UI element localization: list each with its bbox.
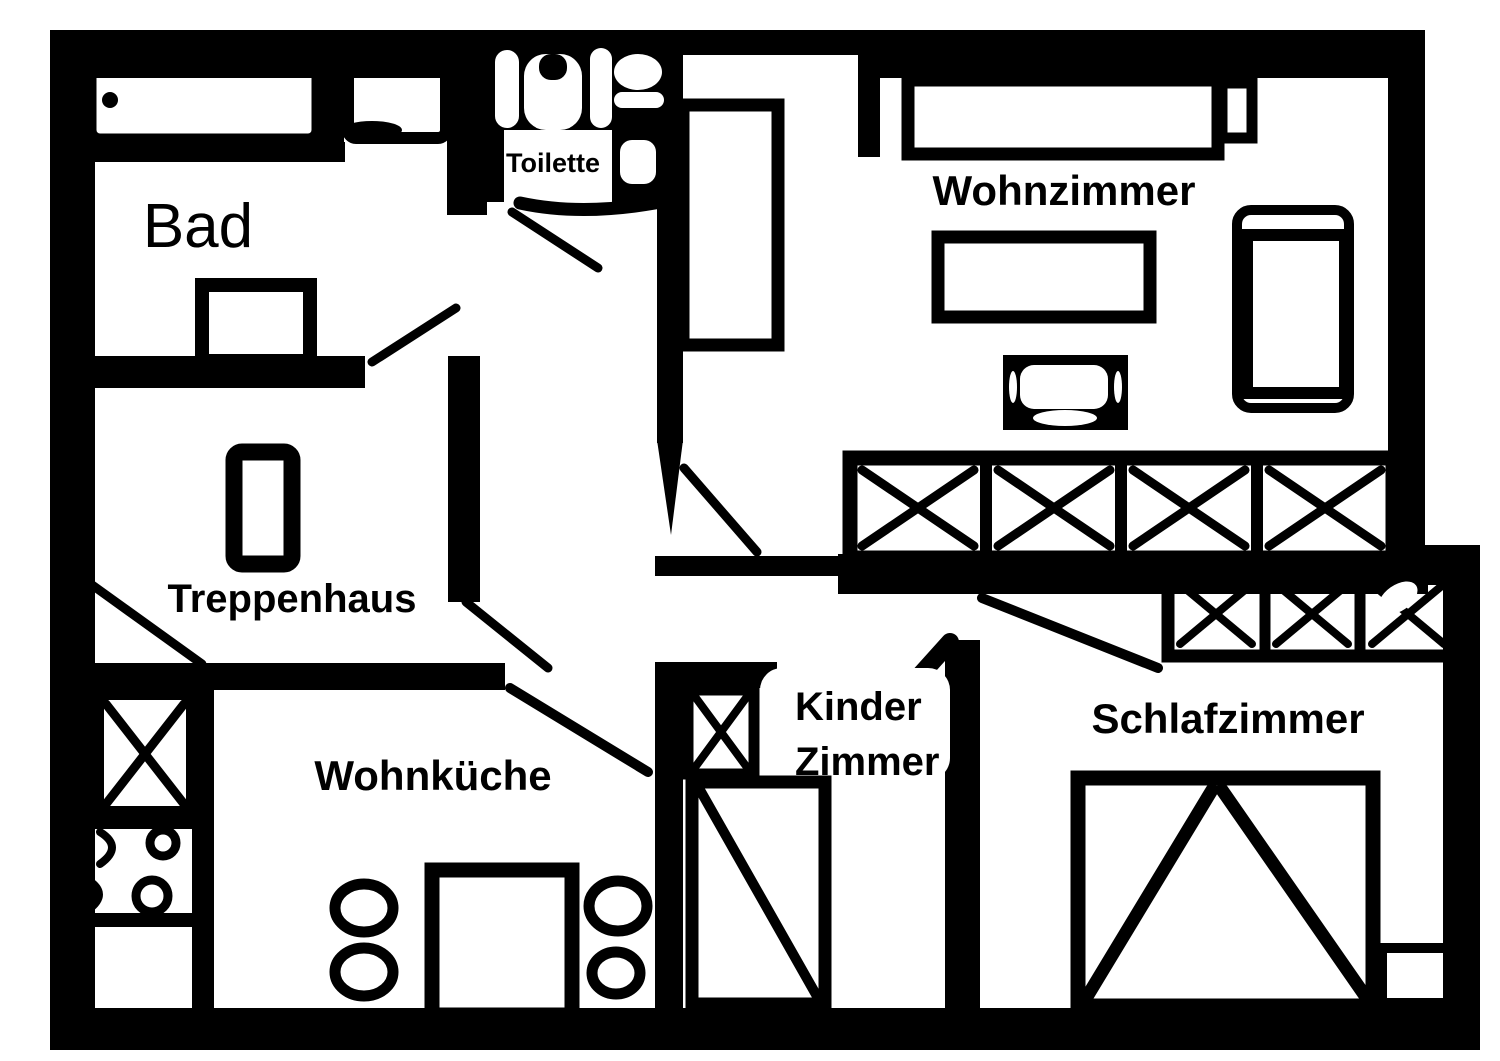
bad-door-swing — [367, 303, 461, 367]
counter-divider-2 — [95, 913, 195, 927]
wardrobe-x — [1264, 465, 1386, 551]
tv-stand — [1033, 410, 1097, 426]
wardrobe-frame — [1161, 565, 1465, 663]
tv-speaker-left — [1009, 371, 1017, 403]
wardrobe-x — [1176, 580, 1256, 648]
wall-kueche-kinder-divider — [655, 662, 683, 1008]
schlafzimmer-door-swing — [977, 593, 1163, 673]
faucet-mark-2 — [84, 876, 103, 914]
outer-wall-top-right — [880, 30, 1425, 78]
chair — [586, 946, 646, 1000]
kueche-door-swing — [505, 683, 653, 777]
washing-machine — [195, 278, 317, 368]
wardrobe-x — [1368, 580, 1448, 648]
chair — [583, 875, 653, 937]
outer-wall-bottom — [50, 1008, 1480, 1050]
wardrobe-x — [1128, 465, 1250, 551]
room-treppenhaus: Treppenhaus — [83, 443, 553, 673]
tv-speaker-right — [1114, 371, 1122, 403]
armchair-seat — [1241, 229, 1351, 399]
wall-schlafzimmer-left — [945, 640, 980, 1008]
wall-hall-corridor-thin — [655, 556, 845, 576]
coffee-table — [931, 230, 1157, 324]
wardrobe-x — [857, 465, 979, 551]
kinderzimmer-bed-blanket-line — [695, 785, 823, 1003]
kitchen-table — [424, 862, 580, 1023]
wall-treppenhaus-bottom — [50, 663, 505, 690]
toilette-door-swing — [507, 207, 603, 273]
schlafzimmer-label: Schlafzimmer — [1091, 695, 1364, 742]
bad-sink — [342, 56, 452, 144]
faucet-mark-1 — [96, 828, 116, 868]
wall-under-bathtub — [95, 142, 345, 162]
kitchen-counter-strip — [84, 688, 198, 917]
treppenhaus-door-swing-left — [83, 577, 207, 669]
room-toilette: Toilette — [482, 30, 664, 273]
bed-blanket-line-right — [1215, 783, 1375, 1007]
walls — [50, 30, 1480, 1050]
bathtub-drain — [102, 92, 118, 108]
wohnkueche-label: Wohnküche — [314, 752, 551, 799]
wall-wohnzimmer-left-tip — [657, 440, 683, 535]
sink-basin-large — [131, 875, 173, 917]
counter-cabinet — [92, 688, 198, 818]
kinderzimmer-cabinet-x — [692, 694, 750, 770]
toilet-bowl — [524, 54, 582, 130]
outer-wall-left — [50, 30, 95, 1050]
kinderzimmer-label-bubble — [760, 668, 950, 780]
wohnzimmer-wardrobe-row — [842, 450, 1401, 566]
toilette-fixture-pill-left — [495, 50, 519, 128]
kinderzimmer-label-line1: Kinder — [795, 685, 922, 729]
room-wohnkueche: Wohnküche — [84, 688, 653, 1023]
room-schlafzimmer: Schlafzimmer — [977, 565, 1465, 1014]
sideboard-end-piece — [1216, 77, 1258, 144]
tv-unit — [1003, 355, 1128, 430]
wohnzimmer-label: Wohnzimmer — [933, 167, 1196, 214]
toilette-sink-ledge — [614, 92, 664, 108]
hallway-door-swing — [679, 463, 762, 557]
toilette-label: Toilette — [506, 148, 600, 178]
kinderzimmer-bed — [685, 775, 832, 1011]
nightstand — [1377, 943, 1459, 1008]
counter-cabinet-x — [101, 699, 189, 809]
toilette-fixture-pill-right — [590, 48, 612, 128]
toilette-cistern — [620, 140, 656, 184]
bathtub — [83, 53, 325, 147]
outer-wall-top-entry-recess — [677, 30, 880, 55]
toilet-bowl-notch — [539, 54, 567, 80]
wall-treppenhaus-right — [448, 356, 480, 602]
wohnzimmer-cabinet — [676, 98, 785, 352]
tv-screen — [1020, 365, 1108, 409]
room-bad: Bad — [83, 53, 461, 368]
wardrobe-x — [993, 465, 1115, 551]
wardrobe-oval-detail — [1378, 581, 1418, 615]
treppenhaus-door-swing-right — [461, 597, 553, 673]
entry-door-stub — [858, 55, 880, 157]
counter-divider-1 — [95, 817, 195, 829]
chair — [329, 878, 399, 938]
wardrobe-x — [1272, 580, 1352, 648]
bad-label: Bad — [143, 192, 253, 261]
wall-bad-toilette-divider — [447, 30, 487, 215]
room-wohnzimmer: Wohnzimmer — [676, 73, 1401, 566]
double-bed — [1070, 770, 1381, 1014]
toilette-sink-bowl — [614, 54, 662, 90]
schlafzimmer-wardrobe-row — [1161, 565, 1465, 663]
stairs-symbol — [225, 443, 301, 573]
chair — [329, 942, 399, 1002]
sideboard — [901, 73, 1225, 161]
toilette-bottom-wall — [513, 196, 662, 216]
bed-blanket-line-left — [1078, 783, 1219, 1007]
bad-sink-detail — [342, 121, 402, 139]
hallway — [505, 463, 762, 777]
room-kinderzimmer: Kinder Zimmer — [682, 668, 950, 1011]
kinderzimmer-cabinet — [682, 684, 760, 780]
treppenhaus-label: Treppenhaus — [168, 577, 417, 621]
sink-basin-small — [145, 825, 181, 861]
